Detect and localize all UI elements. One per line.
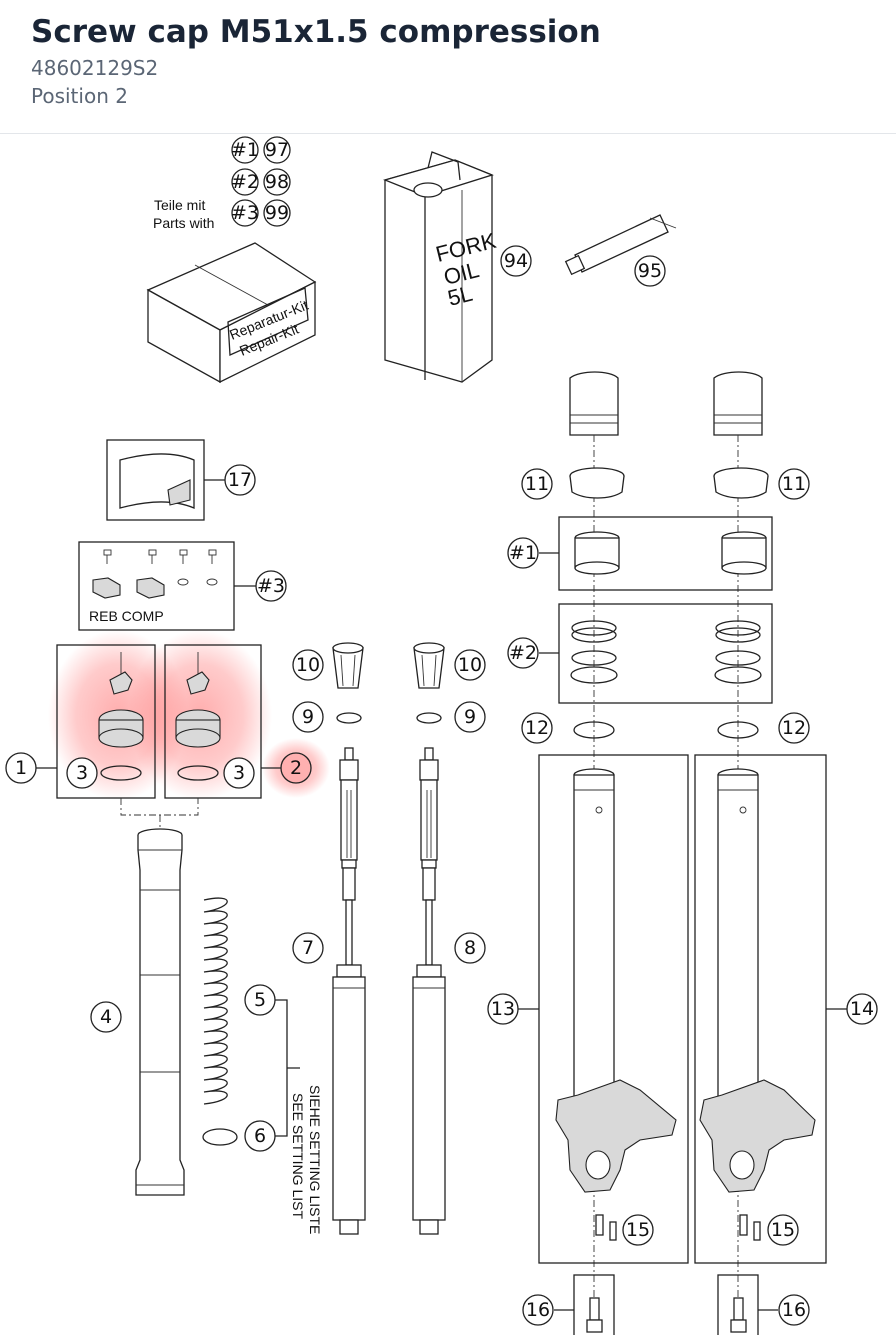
cartridge-8 [412,747,446,1235]
fork-leg-13 [518,754,689,1264]
callout-11a: 11 [525,473,549,495]
setting-list-de: SIEHE SETTING LISTE [307,1085,323,1234]
callout-kit-3: #3 [257,575,285,597]
callout-4: 4 [100,1006,112,1028]
cartridge-7 [332,747,366,1235]
reb-comp-label: REB COMP [89,608,164,624]
setting-list-en: SEE SETTING LIST [290,1093,306,1219]
axle-bolts-16 [554,1274,778,1335]
callout-1: 1 [15,757,27,779]
kit-references: #1 97 #2 98 #3 99 Teile mit Parts with [153,136,291,231]
callout-3b: 3 [233,762,245,784]
fork-spring [202,897,238,1146]
part-number: 48602129S2 [31,56,159,80]
repair-kit-box: Reparatur-Kit Repair-Kit [146,242,317,384]
kit-ref-99: 99 [265,202,289,224]
fork-oil-line3: 5L [445,281,475,311]
callout-12b: 12 [782,717,806,739]
callout-8: 8 [464,937,476,959]
callout-3a: 3 [76,762,88,784]
fork-bushings-11 [569,467,769,499]
callout-94: 94 [504,250,528,272]
exploded-parts-diagram: #1 97 #2 98 #3 99 Teile mit Parts with R… [5,136,878,1335]
screw-cap-compression-group [164,644,281,799]
fork-leg-14 [694,754,847,1264]
callout-9a: 9 [302,706,314,728]
kit-1-box [539,516,773,591]
callout-kit-2: #2 [509,642,537,664]
callout-17: 17 [228,469,252,491]
callout-2: 2 [290,757,302,779]
callout-6: 6 [254,1125,266,1147]
fork-oil-can: FORK OIL 5L [382,151,499,383]
page-header: Screw cap M51x1.5 compression 48602129S2… [0,0,896,134]
kit-ref-2: #2 [231,171,259,193]
kit-2-box [539,603,773,704]
grease-tube [564,214,677,276]
kit-label-en: Parts with [153,215,214,231]
inner-tube-tops [569,371,763,1335]
kit-ref-3: #3 [231,202,259,224]
callout-15b: 15 [771,1219,795,1241]
callout-12a: 12 [525,717,549,739]
kit-ref-97: 97 [265,139,289,161]
callout-14: 14 [850,998,874,1020]
callout-5: 5 [254,989,266,1011]
callout-kit-1: #1 [509,542,537,564]
callout-13: 13 [491,998,515,1020]
callout-16a: 16 [526,1299,550,1321]
callout-15a: 15 [626,1219,650,1241]
seals-12 [573,721,759,739]
callout-95: 95 [638,260,662,282]
kit-ref-1: #1 [231,139,259,161]
part-position: Position 2 [31,84,128,108]
callout-10b: 10 [458,654,482,676]
kit-label-de: Teile mit [154,197,205,213]
callout-9b: 9 [464,706,476,728]
kit-ref-98: 98 [265,171,289,193]
screw-cap-rebound-group [36,644,156,799]
outer-tube [135,828,185,1196]
callout-11b: 11 [782,473,806,495]
reb-comp-kit: REB COMP [78,541,256,631]
callout-10a: 10 [296,654,320,676]
part-17-sticker [106,439,225,521]
callout-16b: 16 [782,1299,806,1321]
part-title: Screw cap M51x1.5 compression [31,14,601,50]
callout-7: 7 [302,937,314,959]
cartridge-clamps [332,642,445,724]
